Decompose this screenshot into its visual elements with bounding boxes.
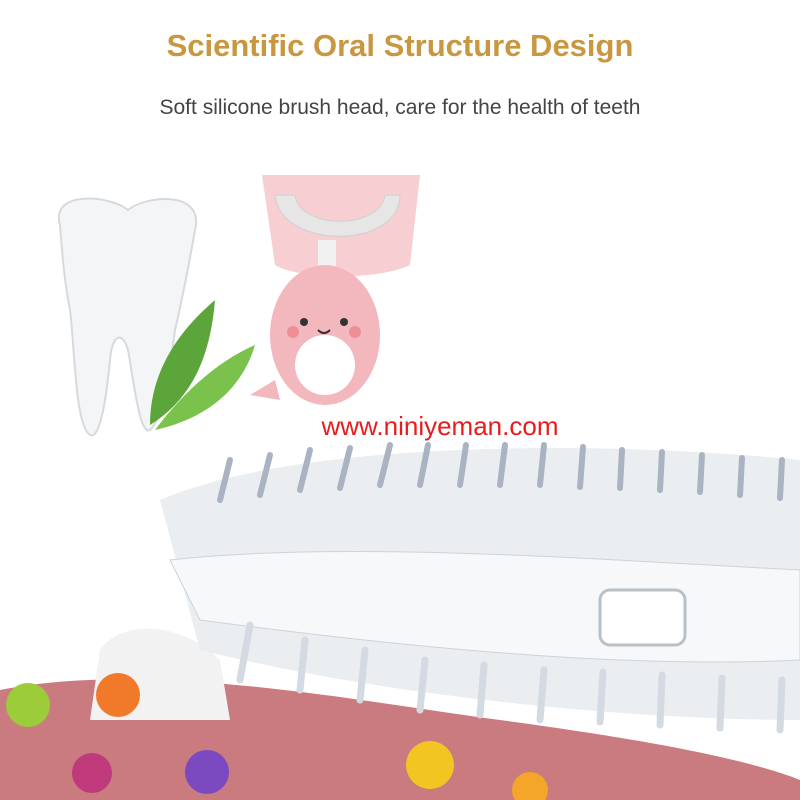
page-title: Scientific Oral Structure Design	[166, 28, 634, 63]
toothbrush-character-icon	[250, 175, 420, 405]
watermark-text: www.niniyeman.com	[321, 411, 559, 441]
germ-icon	[6, 673, 548, 800]
silicone-brush-head-icon	[160, 442, 800, 734]
leaf-icon	[150, 300, 255, 430]
page-subtitle: Soft silicone brush head, care for the h…	[159, 96, 641, 119]
